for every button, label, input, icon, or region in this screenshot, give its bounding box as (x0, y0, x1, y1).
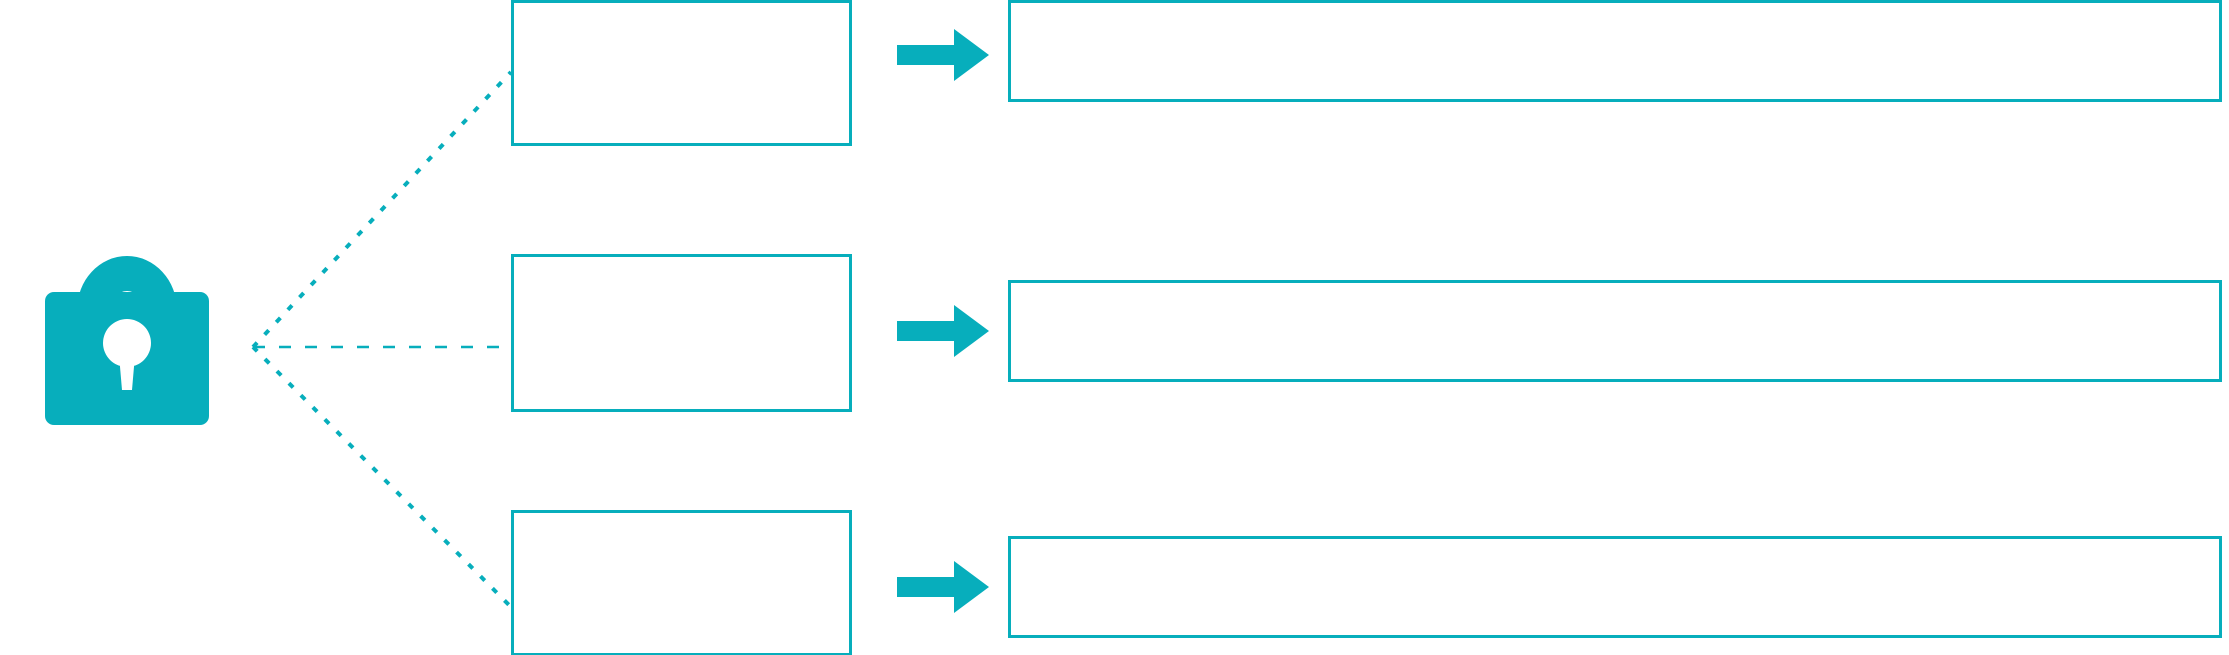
cause-box[interactable] (511, 0, 852, 146)
padlock-icon (28, 150, 228, 440)
arrow-right-icon (897, 303, 991, 359)
diagram-row (0, 252, 2229, 412)
arrow-right-icon (897, 559, 991, 615)
effect-box[interactable] (1008, 536, 2222, 638)
effect-box-label (1011, 283, 2219, 299)
diagram-row (0, 0, 2229, 146)
arrow-right-icon (897, 27, 991, 83)
cause-box[interactable] (511, 510, 852, 655)
effect-box-label (1011, 3, 2219, 19)
cause-box-label (514, 3, 849, 19)
effect-box-label (1011, 539, 2219, 555)
effect-box[interactable] (1008, 280, 2222, 382)
cause-box-label (514, 513, 849, 529)
cause-box-label (514, 257, 849, 273)
effect-box[interactable] (1008, 0, 2222, 102)
diagram-row (0, 509, 2229, 655)
cause-box[interactable] (511, 254, 852, 412)
connector-line-top (251, 70, 513, 349)
